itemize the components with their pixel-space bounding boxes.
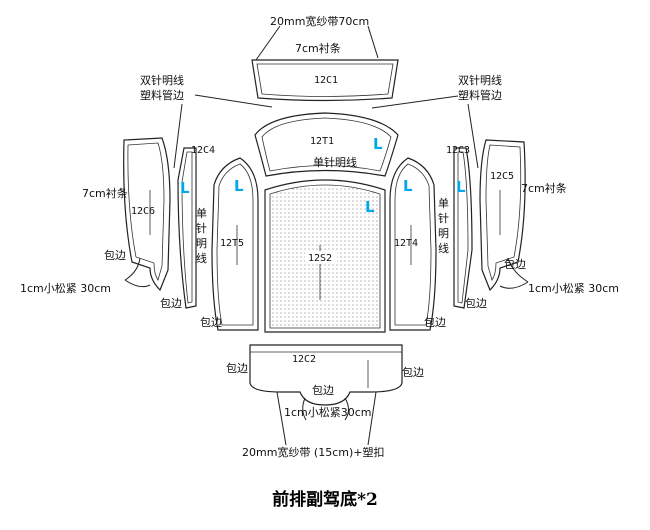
label-12T1: 12T1 xyxy=(310,136,334,147)
label-edge-r3: 包边 xyxy=(424,316,446,329)
label-single-stitch-left-1: 单 xyxy=(196,207,207,220)
piece-12T5 xyxy=(211,157,259,331)
label-double-stitch-right: 双针明线 xyxy=(458,73,502,87)
label-edge-r2: 包边 xyxy=(465,297,487,310)
label-single-stitch-right-2: 针 xyxy=(438,211,449,225)
label-lining-left: 7cm衬条 xyxy=(82,186,128,200)
marker-l-12C3: L xyxy=(456,178,466,196)
marker-l-12C4: L xyxy=(180,179,190,197)
piece-12C5 xyxy=(479,139,526,292)
piece-12C3 xyxy=(453,147,473,309)
label-edge-bottom-left: 包边 xyxy=(226,362,248,375)
label-edge-bottom-center: 包边 xyxy=(312,384,334,397)
label-edge-l2: 包边 xyxy=(160,297,182,310)
marker-l-center: L xyxy=(365,198,375,216)
label-single-stitch-left-3: 明 xyxy=(196,237,207,250)
label-12C2: 12C2 xyxy=(292,354,316,365)
label-single-stitch-left-2: 针 xyxy=(196,221,207,235)
label-12T4: 12T4 xyxy=(394,238,418,249)
label-elastic-left: 1cm小松紧 30cm xyxy=(20,281,111,295)
label-top-lining: 7cm衬条 xyxy=(295,41,341,55)
label-single-stitch-top: 单针明线 xyxy=(313,155,357,169)
label-bottom-band: 20mm宽纱带 (15cm)+塑扣 xyxy=(242,445,384,459)
piece-12C2 xyxy=(249,344,403,406)
label-single-stitch-right-1: 单 xyxy=(438,197,449,210)
label-single-stitch-right-3: 明 xyxy=(438,227,449,240)
label-12C3: 12C3 xyxy=(446,145,470,156)
piece-12C6 xyxy=(123,137,171,292)
marker-l-12T4: L xyxy=(403,177,413,195)
label-plastic-edge-right: 塑料管边 xyxy=(458,88,502,102)
label-12S2: 12S2 xyxy=(308,253,332,264)
label-top-band: 20mm宽纱带70cm xyxy=(270,14,369,28)
label-elastic-right: 1cm小松紧 30cm xyxy=(528,281,619,295)
label-edge-l3: 包边 xyxy=(200,316,222,329)
label-plastic-edge-left: 塑料管边 xyxy=(140,88,184,102)
piece-12T4 xyxy=(389,157,437,331)
label-12C1: 12C1 xyxy=(314,75,338,86)
piece-12C1 xyxy=(251,59,399,102)
piece-12C4 xyxy=(177,147,197,309)
label-12C4: 12C4 xyxy=(191,145,215,156)
label-edge-r1: 包边 xyxy=(504,258,526,271)
label-lining-right: 7cm衬条 xyxy=(521,181,567,195)
piece-12T1 xyxy=(254,112,399,177)
label-single-stitch-right-4: 线 xyxy=(438,241,449,255)
label-12T5: 12T5 xyxy=(220,238,244,249)
label-edge-l1: 包边 xyxy=(104,249,126,262)
marker-l-top: L xyxy=(373,135,383,153)
label-edge-bottom-right: 包边 xyxy=(402,366,424,379)
label-elastic-bottom: 1cm小松紧30cm xyxy=(284,405,372,419)
label-single-stitch-left-4: 线 xyxy=(196,251,207,265)
label-12C5: 12C5 xyxy=(490,171,514,182)
marker-l-12T5: L xyxy=(234,177,244,195)
label-12C6: 12C6 xyxy=(131,206,155,217)
caption: 前排副驾底*2 xyxy=(272,489,378,510)
label-double-stitch-left: 双针明线 xyxy=(140,73,184,87)
